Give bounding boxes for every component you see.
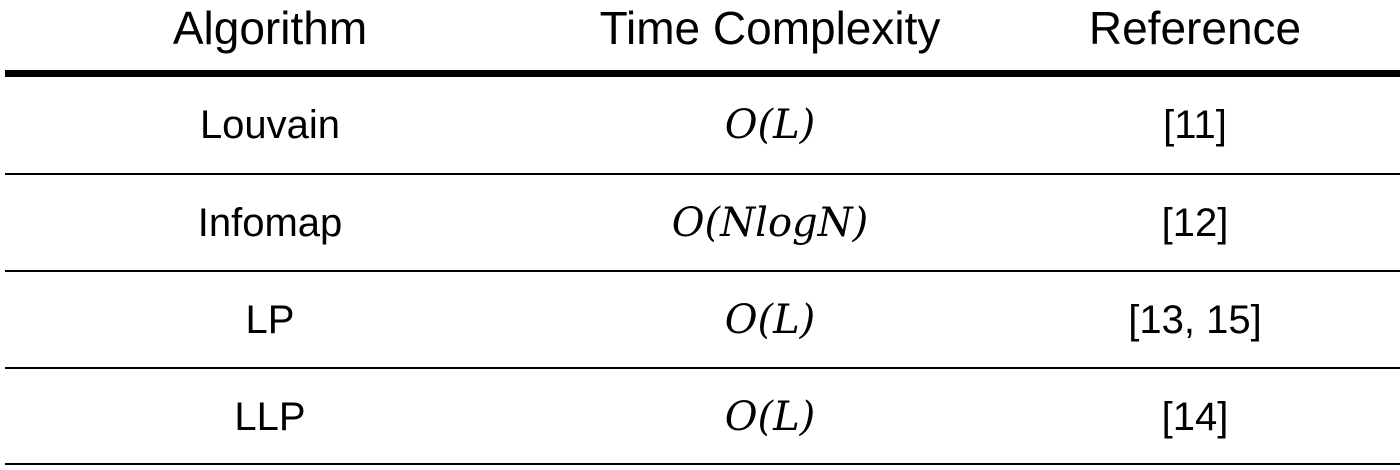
header-reference: Reference (1088, 2, 1302, 54)
cell-algorithm: LLP (234, 395, 306, 439)
cell-reference: [14] (1161, 395, 1229, 439)
cell-algorithm: Louvain (199, 103, 341, 147)
row-divider (5, 463, 1400, 465)
row-divider (5, 173, 1400, 175)
table-header-row: Algorithm Time Complexity Reference (0, 0, 1400, 55)
table-row: Infomap O(NlogN) [12] (0, 175, 1400, 271)
cell-reference: [13, 15] (1128, 298, 1262, 342)
header-time-complexity: Time Complexity (599, 2, 941, 54)
header-algorithm: Algorithm (172, 2, 368, 54)
table-row: Louvain O(L) [11] (0, 77, 1400, 173)
table-row: LLP O(L) [14] (0, 369, 1400, 465)
header-rule (5, 70, 1400, 77)
cell-algorithm: LP (245, 298, 295, 342)
cell-complexity: O(NlogN) (671, 200, 869, 246)
row-divider (5, 367, 1400, 369)
row-divider (5, 270, 1400, 272)
cell-complexity: O(L) (724, 394, 816, 440)
table-row: LP O(L) [13, 15] (0, 272, 1400, 368)
cell-reference: [11] (1163, 103, 1227, 147)
cell-complexity: O(L) (724, 297, 816, 343)
cell-algorithm: Infomap (197, 201, 343, 245)
cell-complexity: O(L) (724, 102, 816, 148)
cell-reference: [12] (1161, 201, 1229, 245)
